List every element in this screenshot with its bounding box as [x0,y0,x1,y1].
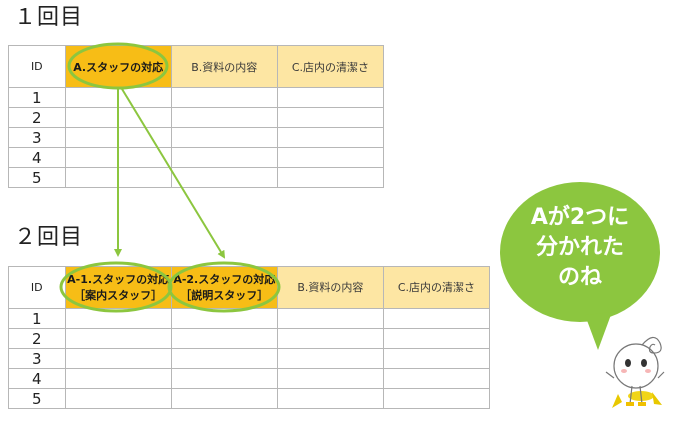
bubble-line: のね [557,265,602,290]
round1-table: ID A.スタッフの対応 B.資料の内容 C.店内の清潔さ 1 2 3 4 5 [8,45,385,188]
table-row: 1 [8,308,491,329]
table-row: 3 [8,348,491,369]
column-header-a1-line2: ［案内スタッフ］ [74,288,163,302]
table-cell [170,388,278,409]
mascot-illustration [605,336,665,408]
highlight-ellipse [167,261,281,313]
column-header-a1: A-1.スタッフの対応 ［案内スタッフ］ [64,266,172,309]
column-header-b: B.資料の内容 [276,266,384,309]
bubble-line: Aが2つに [530,205,630,230]
table-row: 5 [8,388,491,409]
table-cell [276,167,385,188]
column-header-c: C.店内の清潔さ [276,45,385,88]
column-header-a2: A-2.スタッフの対応 ［説明スタッフ］ [170,266,278,309]
table-row: 4 [8,147,385,168]
id-header: ID [8,266,66,309]
speech-bubble-text: Aが2つに 分かれた のね [506,203,654,293]
table-header-row: ID A-1.スタッフの対応 ［案内スタッフ］ A-2.スタッフの対応 ［説明ス… [8,266,491,309]
round1-heading: １回目 [14,5,84,30]
column-header-a2-line2: ［説明スタッフ］ [180,288,269,302]
round2-table: ID A-1.スタッフの対応 ［案内スタッフ］ A-2.スタッフの対応 ［説明ス… [8,266,491,409]
highlight-ellipse [67,42,169,90]
bubble-line: 分かれた [535,235,624,260]
round2-heading: ２回目 [14,225,84,250]
column-header-c: C.店内の清潔さ [382,266,491,309]
column-header-a1-line1: A-1.スタッフの対応 [67,272,170,286]
id-header: ID [8,45,66,88]
table-cell [382,388,491,409]
column-header-c-label: C.店内の清潔さ [397,280,476,294]
speech-bubble [500,182,660,350]
column-header-b: B.資料の内容 [170,45,278,88]
arrow-diagonal [121,88,226,259]
highlight-ellipse [59,261,173,313]
column-header-b-label: B.資料の内容 [297,280,364,294]
column-header-a2-line1: A-2.スタッフの対応 [173,272,276,286]
